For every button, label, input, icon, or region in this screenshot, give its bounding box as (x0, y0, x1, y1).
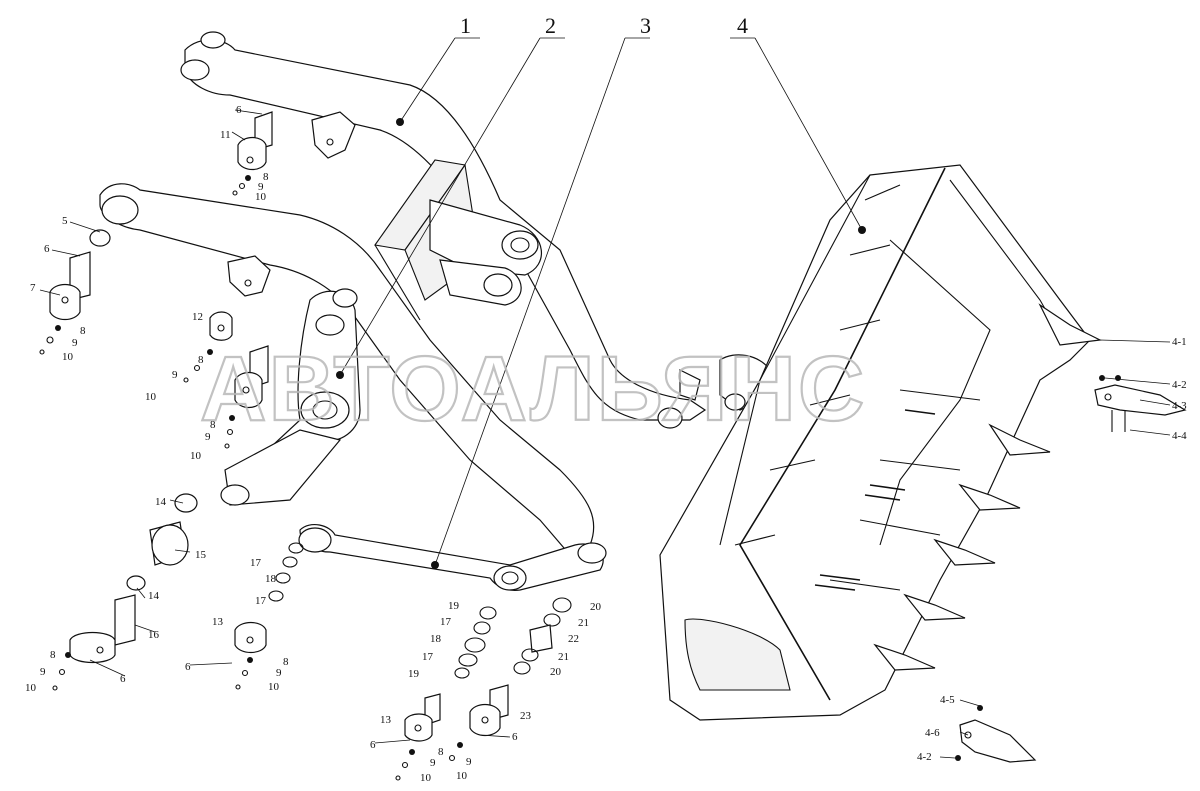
link-right-pin-assembly (448, 597, 572, 762)
label-10h: 10 (456, 770, 468, 782)
label-19a: 19 (448, 600, 460, 612)
label-12: 12 (192, 311, 203, 323)
left-pin-assembly (39, 229, 111, 355)
label-10e: 10 (25, 682, 37, 694)
label-13a: 13 (212, 616, 224, 628)
upper-pin-assembly (232, 111, 273, 196)
label-6f: 6 (512, 731, 518, 743)
label-6c: 6 (120, 673, 126, 685)
label-4-6: 4-6 (925, 727, 940, 739)
label-5: 5 (62, 215, 68, 227)
link-rod (298, 523, 607, 591)
label-9d: 9 (205, 431, 211, 443)
label-8b: 8 (263, 171, 269, 183)
label-16: 16 (148, 629, 160, 641)
label-21a: 21 (578, 617, 589, 629)
label-6a: 6 (44, 243, 50, 255)
tooth-assembly-bottom (955, 705, 1037, 763)
label-18a: 18 (265, 573, 277, 585)
upper-boom-arm (180, 31, 707, 421)
label-9f: 9 (276, 667, 282, 679)
label-9e: 9 (40, 666, 46, 678)
callout-1: 1 (460, 13, 471, 38)
callout-3: 3 (640, 13, 651, 38)
label-8g: 8 (438, 746, 444, 758)
label-9g: 9 (430, 757, 436, 769)
label-10g: 10 (420, 772, 432, 784)
label-6b: 6 (236, 104, 242, 116)
callout-4: 4 (737, 13, 748, 38)
label-6e: 6 (370, 739, 376, 751)
label-10d: 10 (190, 450, 202, 462)
part-leaders (39, 109, 1171, 759)
label-7: 7 (30, 282, 36, 294)
label-4-2b: 4-2 (917, 751, 932, 763)
label-8e: 8 (50, 649, 56, 661)
label-4-2: 4-2 (1172, 379, 1187, 391)
main-callout-leaders (336, 37, 866, 569)
label-4-4: 4-4 (1172, 430, 1187, 442)
label-10b: 10 (255, 191, 267, 203)
label-20b: 20 (550, 666, 562, 678)
label-20a: 20 (590, 601, 602, 613)
label-4-3: 4-3 (1172, 400, 1187, 412)
lower-left-pin-assembly (52, 493, 198, 691)
label-10a: 10 (62, 351, 74, 363)
link-mid-pin-assembly (395, 606, 497, 781)
label-18b: 18 (430, 633, 442, 645)
link-left-pin-assembly (234, 542, 304, 690)
label-17b: 17 (255, 595, 267, 607)
label-9c: 9 (172, 369, 178, 381)
label-19b: 19 (408, 668, 420, 680)
label-15: 15 (195, 549, 207, 561)
label-17a: 17 (250, 557, 262, 569)
label-4-5: 4-5 (940, 694, 955, 706)
label-8a: 8 (80, 325, 86, 337)
label-8d: 8 (210, 419, 216, 431)
label-23: 23 (520, 710, 532, 722)
label-8f: 8 (283, 656, 289, 668)
label-8c: 8 (198, 354, 204, 366)
label-14a: 14 (155, 496, 167, 508)
label-4-1: 4-1 (1172, 336, 1187, 348)
label-10c: 10 (145, 391, 157, 403)
bellcrank-link (220, 288, 361, 506)
label-9a: 9 (72, 337, 78, 349)
label-14b: 14 (148, 590, 160, 602)
bucket (659, 164, 1103, 721)
label-21b: 21 (558, 651, 569, 663)
label-22: 22 (568, 633, 579, 645)
label-17d: 17 (422, 651, 434, 663)
callout-2: 2 (545, 13, 556, 38)
label-17c: 17 (440, 616, 452, 628)
watermark: АВТОАЛЬЯНС (200, 338, 866, 440)
label-13b: 13 (380, 714, 392, 726)
label-9b: 9 (258, 181, 264, 193)
label-10f: 10 (268, 681, 280, 693)
mid-pin-assembly (183, 311, 269, 449)
label-11: 11 (220, 129, 231, 141)
lower-boom-arm (99, 183, 595, 556)
rocker-arm (429, 199, 542, 306)
label-9h: 9 (466, 756, 472, 768)
label-6d: 6 (185, 661, 191, 673)
